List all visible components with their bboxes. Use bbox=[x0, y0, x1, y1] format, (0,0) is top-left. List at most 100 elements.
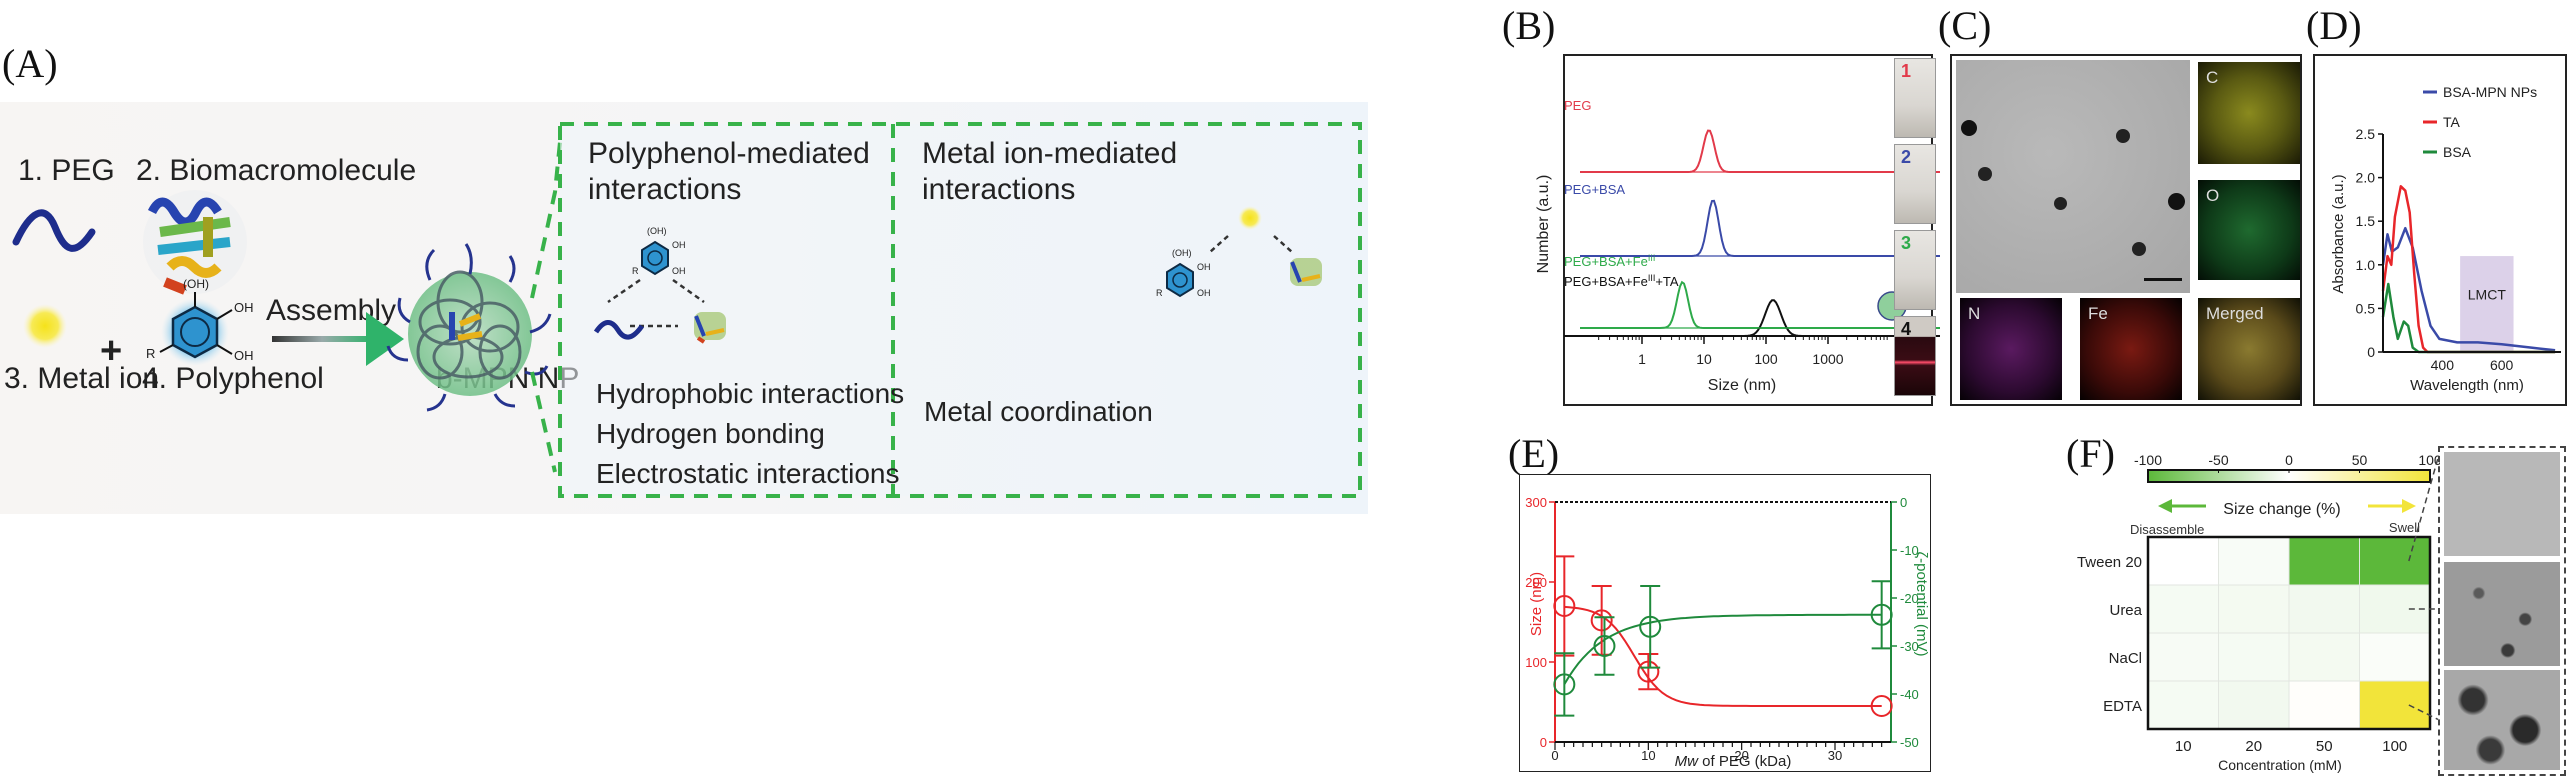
uv-vis-absorbance-chart: Absorbance (a.u.) Wavelength (nm) LMCT00… bbox=[2330, 84, 2561, 394]
tem-inset-tween bbox=[2444, 452, 2560, 556]
data-point-zeta bbox=[1593, 635, 1616, 657]
component-polyphenol-label: 4. Polyphenol bbox=[142, 362, 324, 395]
component-metal-ion-label: 3. Metal ion bbox=[4, 362, 160, 395]
svg-text:OH: OH bbox=[672, 240, 686, 250]
heatmap-cell bbox=[2288, 632, 2360, 682]
metal-ion-icon bbox=[23, 304, 67, 348]
svg-text:OH: OH bbox=[234, 348, 254, 363]
tem-inset-frame bbox=[2438, 446, 2566, 776]
element-map-fe: Fe bbox=[2080, 298, 2182, 400]
x-tick-label: 10 bbox=[1696, 351, 1712, 367]
heatmap-cell bbox=[2359, 584, 2431, 634]
x-tick-label: 400 bbox=[2431, 357, 2455, 373]
vial-photos: 1 2 3 4 bbox=[1894, 58, 1938, 398]
panel-label-d: (D) bbox=[2306, 3, 2362, 48]
dls-chart-frame bbox=[1563, 54, 1933, 406]
polyphenol-icon: (OH) OH OH R bbox=[146, 277, 254, 366]
interaction-box-frame bbox=[560, 124, 1360, 496]
heatmap-cell bbox=[2288, 584, 2360, 634]
callout-line bbox=[2408, 457, 2439, 562]
column-label: 10 bbox=[2175, 738, 2192, 755]
scale-bar bbox=[2144, 278, 2182, 281]
peg-small-icon bbox=[593, 320, 645, 340]
data-point-size bbox=[1870, 695, 1893, 717]
heatmap-cell bbox=[2218, 680, 2290, 730]
y2-tick-label: -50 bbox=[1900, 735, 1919, 750]
series-line-peg-bsa bbox=[1580, 199, 1940, 257]
element-map-n: N bbox=[1960, 298, 2062, 400]
x-tick-label: 1000 bbox=[1812, 351, 1843, 367]
heatmap-cell bbox=[2218, 584, 2290, 634]
y2-tick-label: -10 bbox=[1900, 543, 1919, 558]
y-tick-label: 1.0 bbox=[2356, 257, 2376, 273]
metal-ion-small-icon bbox=[1238, 206, 1262, 230]
y-tick-label: 0 bbox=[1540, 735, 1547, 750]
row-label: EDTA bbox=[2103, 698, 2142, 715]
y-axis-label: Number (a.u.) bbox=[1535, 175, 1552, 274]
data-point-zeta bbox=[1639, 615, 1662, 638]
heatmap-cell bbox=[2288, 680, 2360, 730]
y2-tick-label: 0 bbox=[1900, 495, 1907, 510]
series-label: PEG+BSA+FeIII+TA bbox=[1564, 273, 1679, 289]
series-line-peg bbox=[1580, 129, 1940, 173]
size-zeta-chart: Size (nm) ζ-potential (mV) Mw of PEG (kD… bbox=[1525, 495, 1930, 770]
assembly-arrow-icon bbox=[272, 312, 404, 366]
legend-label: BSA-MPN NPs bbox=[2443, 84, 2537, 100]
plus-sign: + bbox=[100, 330, 123, 372]
y-tick-label: 200 bbox=[1525, 575, 1547, 590]
heatmap-cell bbox=[2147, 680, 2219, 730]
heatmap-cell bbox=[2218, 536, 2290, 586]
svg-text:(OH): (OH) bbox=[183, 277, 209, 291]
x-axis-label: Wavelength (nm) bbox=[2410, 377, 2524, 394]
y-tick-label: 100 bbox=[1525, 655, 1547, 670]
vial-photo: 2 bbox=[1894, 144, 1936, 224]
row-label: Tween 20 bbox=[2077, 554, 2142, 571]
y-tick-label: 0.5 bbox=[2356, 300, 2376, 316]
data-point-zeta bbox=[1553, 673, 1576, 696]
y2-axis-label: ζ-potential (mV) bbox=[1913, 552, 1930, 657]
callout-line bbox=[530, 141, 562, 473]
schematic-panel: 1. PEG 2. Biomacromolecule 3. Metal ion … bbox=[0, 102, 1368, 514]
tem-inset-urea bbox=[2444, 562, 2560, 666]
heatmap-border bbox=[2146, 535, 2432, 731]
interaction-arrows-icon bbox=[607, 278, 705, 328]
heatmap-cell bbox=[2359, 632, 2431, 682]
heatmap-cell bbox=[2218, 632, 2290, 682]
panel-label-c: (C) bbox=[1938, 3, 1992, 48]
colorbar-tick-label: 50 bbox=[2352, 452, 2368, 468]
y2-tick-label: -40 bbox=[1900, 687, 1919, 702]
column-label: 50 bbox=[2316, 738, 2333, 755]
polyphenol-interaction-list: Hydrophobic interactions Hydrogen bondin… bbox=[596, 374, 904, 494]
x-tick-label: 1 bbox=[1638, 351, 1646, 367]
callout-line bbox=[2408, 704, 2439, 721]
heatmap-cell bbox=[2147, 536, 2219, 586]
x-tick-label: 30 bbox=[1828, 748, 1842, 763]
schematic-graphics: (OH) OH OH R bbox=[12, 122, 1362, 498]
y-axis-label: Size (nm) bbox=[1528, 572, 1545, 636]
list-item: Electrostatic interactions bbox=[596, 458, 900, 489]
data-point-zeta bbox=[1870, 603, 1893, 626]
list-item: Hydrogen bonding bbox=[596, 418, 825, 449]
tem-image bbox=[1956, 60, 2190, 293]
size-fit-curve bbox=[1564, 605, 1882, 707]
disassemble-label: Disassemble bbox=[2130, 522, 2204, 537]
panel-label-b: (B) bbox=[1502, 3, 1556, 48]
x-axis-label: Concentration (mM) bbox=[2218, 757, 2342, 773]
panel-label-a: (A) bbox=[2, 41, 58, 86]
y-tick-label: 1.5 bbox=[2356, 213, 2376, 229]
component-biomacromolecule-label: 2. Biomacromolecule bbox=[136, 154, 417, 187]
protein-structure-icon bbox=[143, 190, 247, 295]
colorbar-tick-label: -100 bbox=[2134, 452, 2162, 468]
y2-tick-label: -30 bbox=[1900, 639, 1919, 654]
y-tick-label: 0 bbox=[2367, 344, 2375, 360]
svg-text:OH: OH bbox=[1197, 288, 1211, 298]
panel-label-f: (F) bbox=[2066, 431, 2115, 476]
vial-photo: 1 bbox=[1894, 58, 1936, 138]
vial-photo: 3 bbox=[1894, 230, 1936, 310]
swell-label: Swell bbox=[2389, 520, 2420, 535]
tem-panel-frame: C O N Fe Merged bbox=[1950, 54, 2302, 406]
x-axis-label: Mw of PEG (kDa) bbox=[1675, 753, 1792, 770]
swell-arrow-icon bbox=[2368, 499, 2416, 513]
